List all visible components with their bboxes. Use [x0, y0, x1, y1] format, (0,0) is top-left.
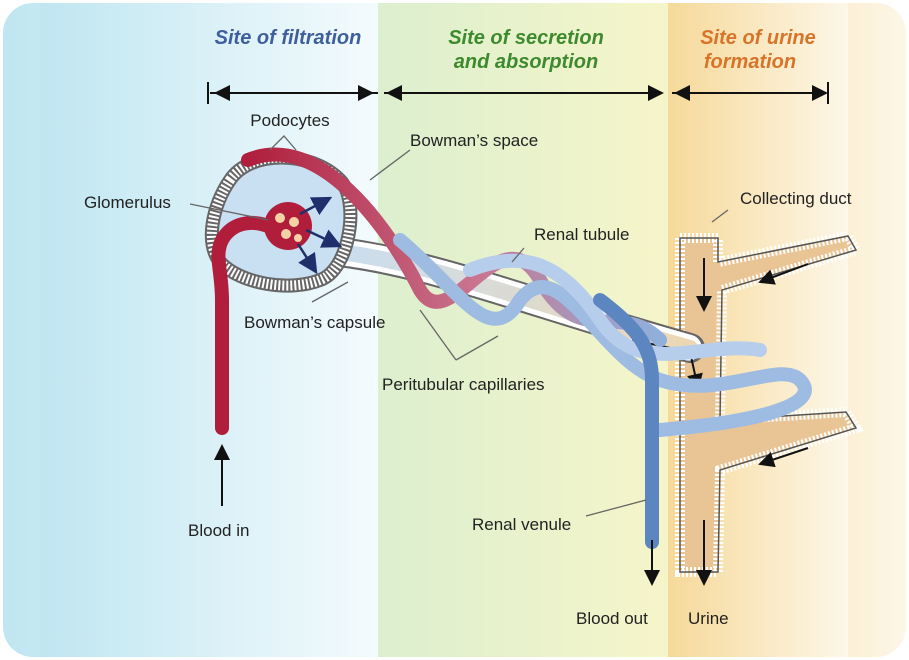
label-blood-in: Blood in [188, 521, 249, 540]
zone-span-bars [207, 82, 829, 104]
header-filtration: Site of filtration [215, 27, 362, 49]
header-urine-line1: Site of urine [700, 27, 816, 49]
afferent-arteriole [211, 216, 275, 435]
label-collecting-duct: Collecting duct [740, 189, 852, 208]
label-urine: Urine [688, 609, 729, 628]
header-urine-line2: formation [704, 51, 796, 73]
label-glomerulus: Glomerulus [84, 193, 171, 212]
label-renal-tubule: Renal tubule [534, 225, 629, 244]
renal-venule-shape [593, 293, 659, 549]
label-bowmans-space: Bowman’s space [410, 131, 538, 150]
background [3, 3, 906, 657]
label-peritubular-capillaries: Peritubular capillaries [382, 375, 545, 394]
leader-lines [189, 135, 729, 517]
label-blood-out: Blood out [576, 609, 648, 628]
label-podocytes: Podocytes [250, 111, 329, 130]
label-renal-venule: Renal venule [472, 515, 571, 534]
header-secretion-line1: Site of secretion [448, 27, 604, 49]
label-bowmans-capsule: Bowman’s capsule [244, 313, 385, 332]
header-secretion-line2: and absorption [454, 51, 598, 73]
